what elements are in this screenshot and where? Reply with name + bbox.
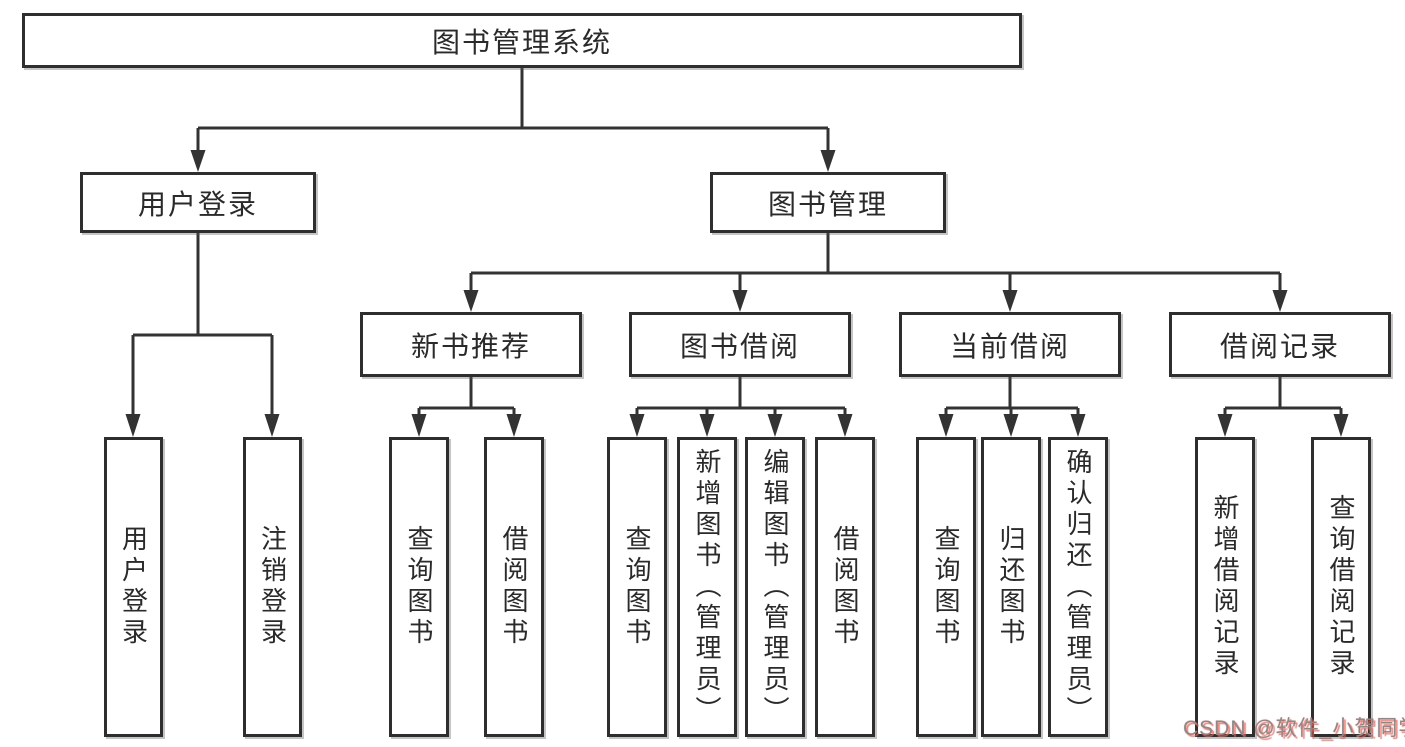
leaf-nbr-query-books: 查询图书 — [389, 437, 449, 737]
leaf-br-query-record-label: 查询借阅记录 — [1326, 494, 1356, 680]
leaf-user-login-label: 用户登录 — [118, 525, 149, 649]
node-book-borrowing: 图书借阅 — [629, 312, 851, 377]
leaf-bb-edit-books: 编辑图书（管理员） — [745, 437, 805, 737]
node-user-login: 用户登录 — [80, 172, 316, 233]
leaf-nbr-borrow-books-label: 借阅图书 — [499, 525, 529, 649]
leaf-cb-confirm-return-label: 确认归还（管理员） — [1063, 447, 1093, 727]
node-library-system-label: 图书管理系统 — [431, 26, 612, 58]
leaf-bb-borrow-books: 借阅图书 — [815, 437, 875, 737]
leaf-cb-confirm-return: 确认归还（管理员） — [1048, 437, 1108, 737]
node-user-login-label: 用户登录 — [137, 188, 258, 220]
leaf-bb-borrow-books-label: 借阅图书 — [830, 525, 860, 649]
node-book-borrowing-label: 图书借阅 — [679, 330, 800, 362]
node-new-book-recommend: 新书推荐 — [360, 312, 582, 377]
leaf-cb-query-books-label: 查询图书 — [931, 525, 961, 649]
leaf-br-query-record: 查询借阅记录 — [1311, 437, 1371, 737]
leaf-br-add-record: 新增借阅记录 — [1195, 437, 1255, 737]
leaf-logout-label: 注销登录 — [257, 525, 288, 649]
node-new-book-recommend-label: 新书推荐 — [410, 330, 531, 362]
leaf-cb-return-books: 归还图书 — [981, 437, 1041, 737]
leaf-bb-query-books: 查询图书 — [607, 437, 667, 737]
leaf-bb-add-books-label: 新增图书（管理员） — [692, 447, 722, 727]
node-current-borrowing: 当前借阅 — [899, 312, 1121, 377]
leaf-br-add-record-label: 新增借阅记录 — [1210, 494, 1240, 680]
node-current-borrowing-label: 当前借阅 — [949, 330, 1070, 362]
leaf-bb-add-books: 新增图书（管理员） — [677, 437, 737, 737]
csdn-watermark: CSDN @软件_小贺同学 — [1183, 717, 1405, 740]
node-book-management: 图书管理 — [710, 172, 946, 233]
leaf-bb-edit-books-label: 编辑图书（管理员） — [760, 447, 790, 727]
node-book-management-label: 图书管理 — [767, 188, 888, 220]
leaf-bb-query-books-label: 查询图书 — [622, 525, 652, 649]
leaf-nbr-query-books-label: 查询图书 — [404, 525, 434, 649]
leaf-nbr-borrow-books: 借阅图书 — [484, 437, 544, 737]
leaf-cb-query-books: 查询图书 — [916, 437, 976, 737]
node-borrowing-records-label: 借阅记录 — [1219, 330, 1340, 362]
leaf-cb-return-books-label: 归还图书 — [996, 525, 1026, 649]
leaf-user-login: 用户登录 — [104, 437, 163, 737]
node-borrowing-records: 借阅记录 — [1169, 312, 1391, 377]
leaf-logout: 注销登录 — [243, 437, 302, 737]
node-library-system: 图书管理系统 — [22, 13, 1022, 68]
